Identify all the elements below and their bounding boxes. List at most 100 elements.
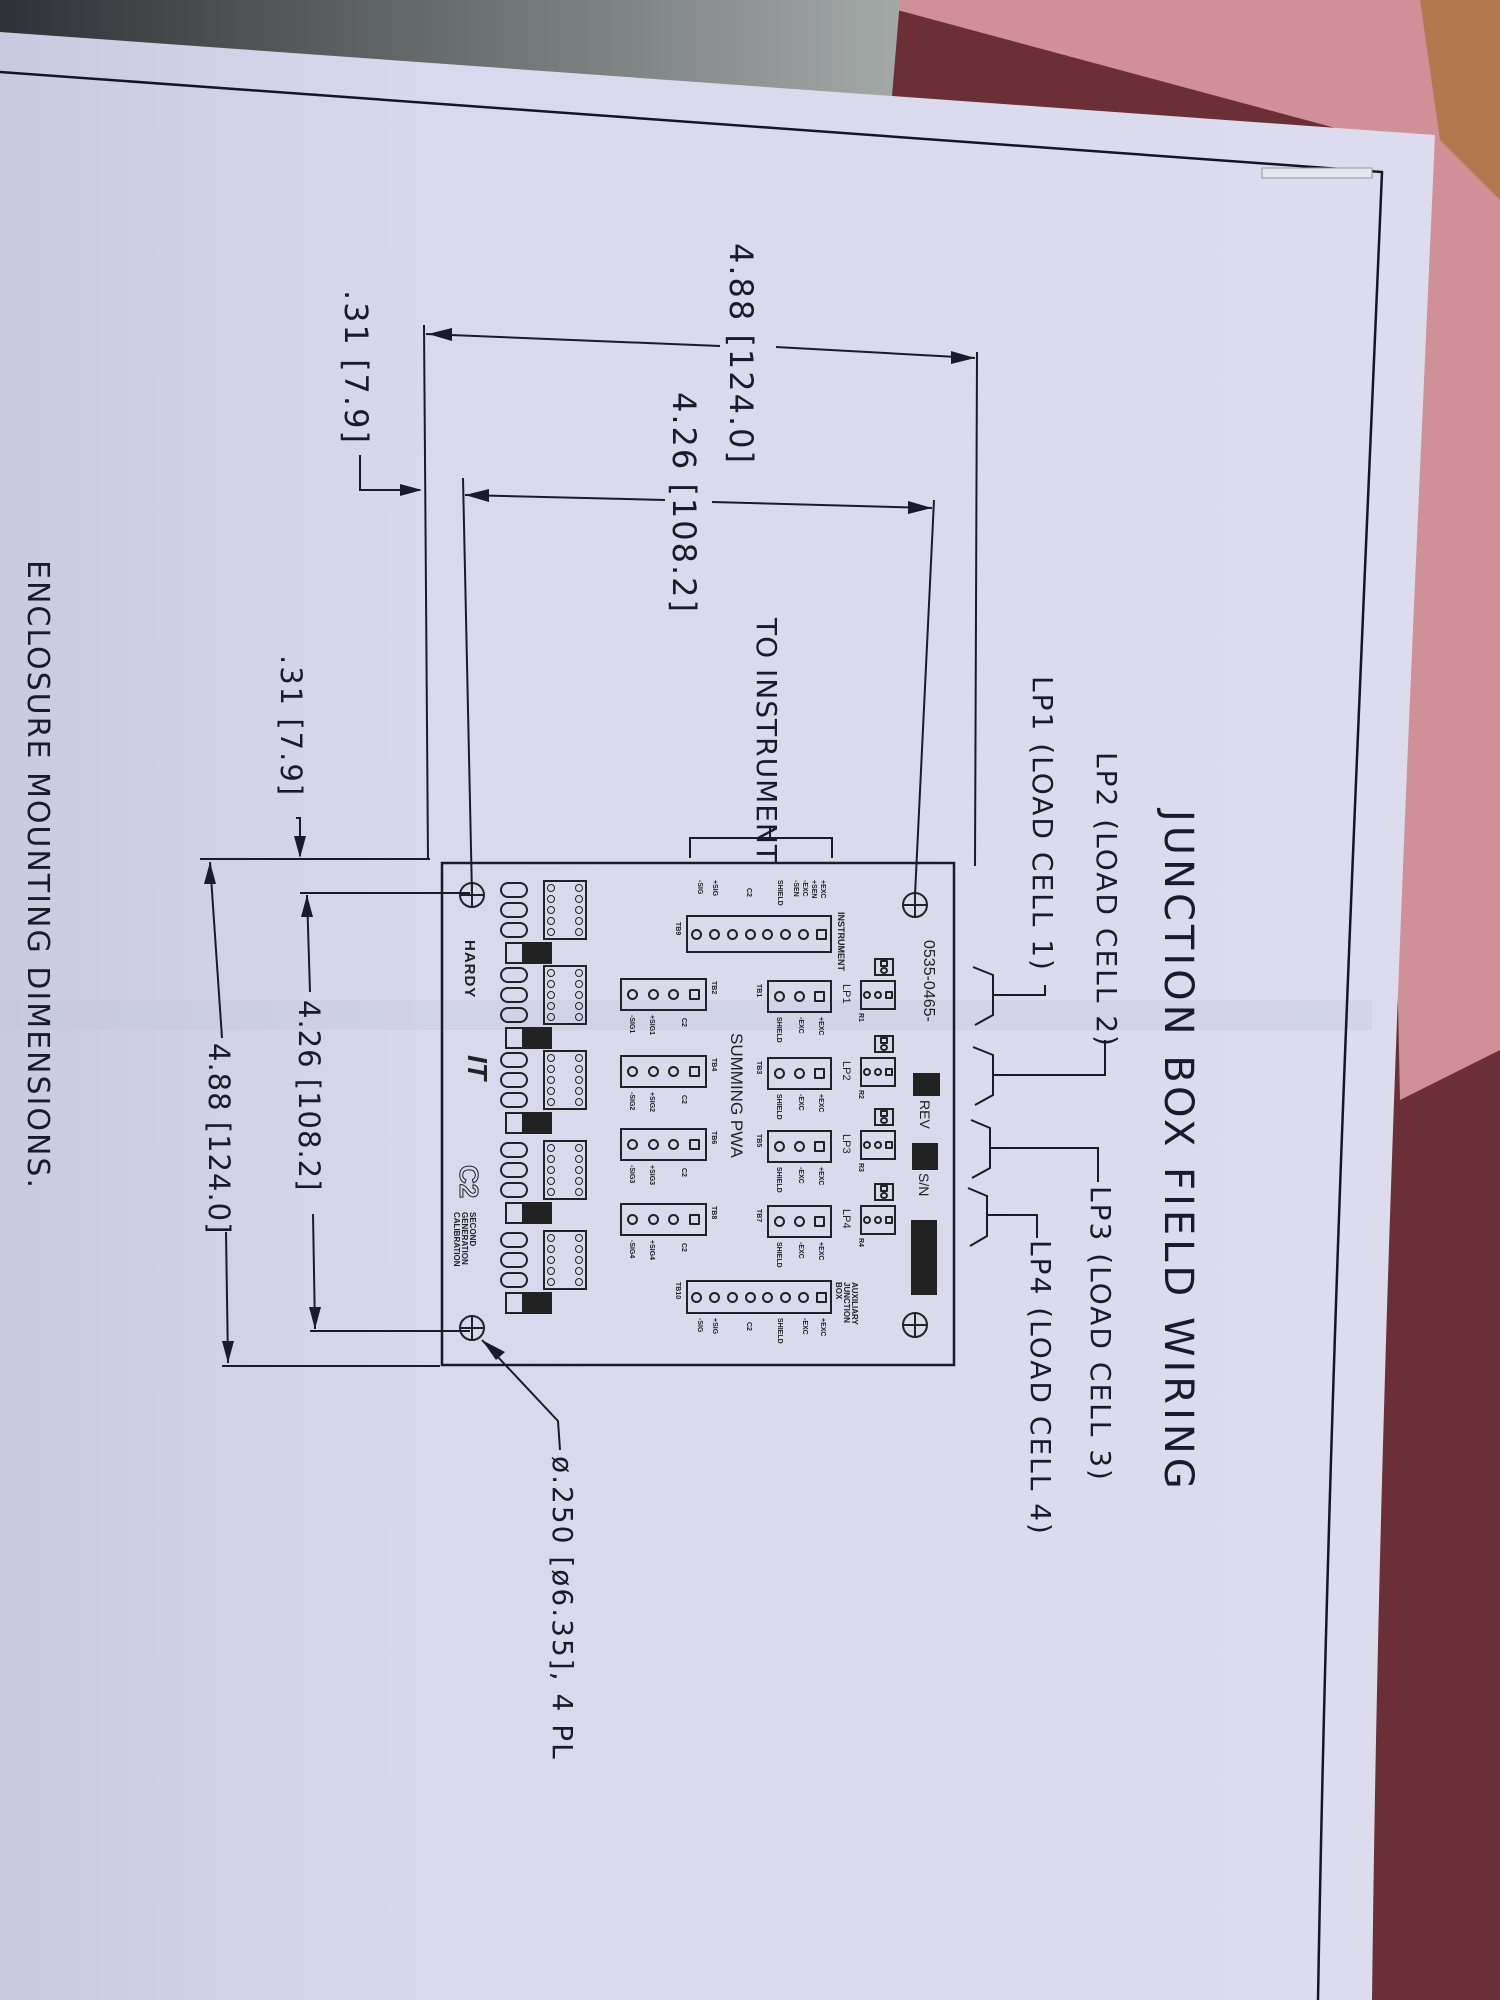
arrowhead — [465, 489, 489, 502]
pin-label: C2 — [745, 1322, 752, 1331]
pin-label: +SIG3 — [648, 1165, 655, 1186]
capacitor — [522, 1027, 552, 1049]
terminal-hole — [793, 1068, 805, 1079]
ic-pin — [575, 895, 583, 903]
terminal-hole — [793, 1216, 805, 1227]
ic-pin — [547, 1002, 555, 1010]
terminal-hole — [626, 1139, 638, 1150]
sig-terminal-block — [620, 1203, 707, 1236]
sn-box — [911, 1220, 937, 1295]
capacitor — [522, 1112, 552, 1134]
paper-sheet — [0, 32, 1435, 2000]
capacitor — [522, 1292, 552, 1314]
hole-callout: ø.250 [ø6.35], 4 PL — [546, 1456, 579, 1761]
terminal-hole — [668, 1139, 680, 1150]
terminal-hole — [726, 1291, 738, 1303]
capacitor — [522, 942, 552, 964]
terminal-hole — [797, 928, 809, 940]
terminal-hole — [880, 1110, 888, 1117]
pin-label: +EXC — [817, 1167, 824, 1186]
ic-pin — [575, 917, 583, 925]
terminal-hole — [762, 928, 774, 940]
mounting-hole-icon — [902, 1312, 928, 1338]
arrowhead — [400, 484, 422, 496]
terminal-hole — [880, 1192, 888, 1199]
terminal-hole — [709, 1291, 721, 1303]
ic-chip — [543, 1230, 587, 1290]
sig-terminal-block — [620, 978, 707, 1011]
pin-label: C2 — [745, 888, 752, 897]
ic-pin — [547, 991, 555, 999]
hardy-logo: HARDY — [461, 940, 478, 999]
rev-value-box — [912, 1143, 938, 1170]
jumper-header — [874, 1183, 894, 1201]
ic-chip — [543, 880, 587, 940]
pin-label: +EXC — [817, 1094, 824, 1113]
resistor-label: R2 — [857, 1090, 864, 1099]
terminal-hole — [793, 991, 805, 1002]
dim-top-holes: 4.26 [108.2] — [665, 392, 703, 614]
terminal-hole — [814, 991, 826, 1002]
terminal-hole — [691, 928, 703, 940]
lp-block-label: LP1 — [840, 984, 852, 1004]
transistor — [500, 1142, 528, 1158]
tb10-label: TB10 — [674, 1282, 681, 1300]
terminal-hole — [873, 1216, 882, 1224]
lp-terminal-block — [767, 1130, 832, 1163]
lp4-label: LP4 (LOAD CELL 4) — [1024, 1240, 1057, 1536]
arrowhead — [482, 1340, 505, 1360]
lp-block-label: LP2 — [840, 1061, 852, 1081]
terminal-hole — [709, 928, 721, 940]
terminal-hole — [773, 1141, 785, 1152]
resistor-network — [505, 942, 525, 964]
ic-pin — [575, 1065, 583, 1073]
pin-label: SHIELD — [776, 880, 783, 906]
dim-top-overall: 4.88 [124.0] — [722, 243, 760, 465]
aux-terminal-block — [686, 1280, 832, 1314]
ic-pin — [547, 1166, 555, 1174]
pin-label: -SIG4 — [628, 1240, 635, 1259]
bubble-wrap — [860, 0, 1500, 1100]
ic-pin — [547, 895, 555, 903]
pin-label: +SIG — [711, 880, 718, 897]
transistor — [500, 1162, 528, 1178]
ic-pin — [575, 906, 583, 914]
pin-label: +SIG1 — [648, 1015, 655, 1036]
ic-pin — [575, 1076, 583, 1084]
capacitor — [522, 1202, 552, 1224]
terminal-hole — [863, 991, 872, 999]
ic-chip — [543, 1050, 587, 1110]
ic-pin — [575, 1256, 583, 1264]
tb9-label: TB9 — [674, 922, 681, 936]
ic-pin — [547, 1076, 555, 1084]
ic-pin — [547, 1098, 555, 1106]
resistor-network — [505, 1292, 525, 1314]
ic-pin — [575, 1155, 583, 1163]
lp-terminal-block — [767, 1205, 832, 1238]
terminal-hole — [647, 1139, 659, 1150]
arrowhead — [222, 1341, 234, 1363]
terminal-hole — [880, 1037, 888, 1044]
ic-pin — [547, 1177, 555, 1185]
rev-box — [913, 1073, 940, 1096]
cable-gland-lp4 — [967, 1187, 1038, 1247]
terminal-hole — [863, 1068, 872, 1076]
transistor — [500, 882, 528, 898]
ic-pin — [575, 1098, 583, 1106]
pin-label: SHIELD — [776, 1318, 783, 1344]
terminal-hole — [793, 1141, 805, 1152]
transistor — [500, 1007, 528, 1023]
ic-pin — [575, 1144, 583, 1152]
mounting-hole-icon — [459, 882, 485, 908]
c2-logo: C2 — [454, 1164, 485, 1199]
ic-pin — [547, 1155, 555, 1163]
pin-label: -EXC — [801, 1318, 808, 1335]
ic-pin — [575, 1177, 583, 1185]
ic-pin — [547, 1256, 555, 1264]
ic-pin — [575, 1166, 583, 1174]
ic-pin — [575, 1087, 583, 1095]
pin-label: +EXC — [817, 1242, 824, 1261]
board-outline — [440, 861, 956, 1367]
tb-label: TB4 — [710, 1058, 717, 1072]
